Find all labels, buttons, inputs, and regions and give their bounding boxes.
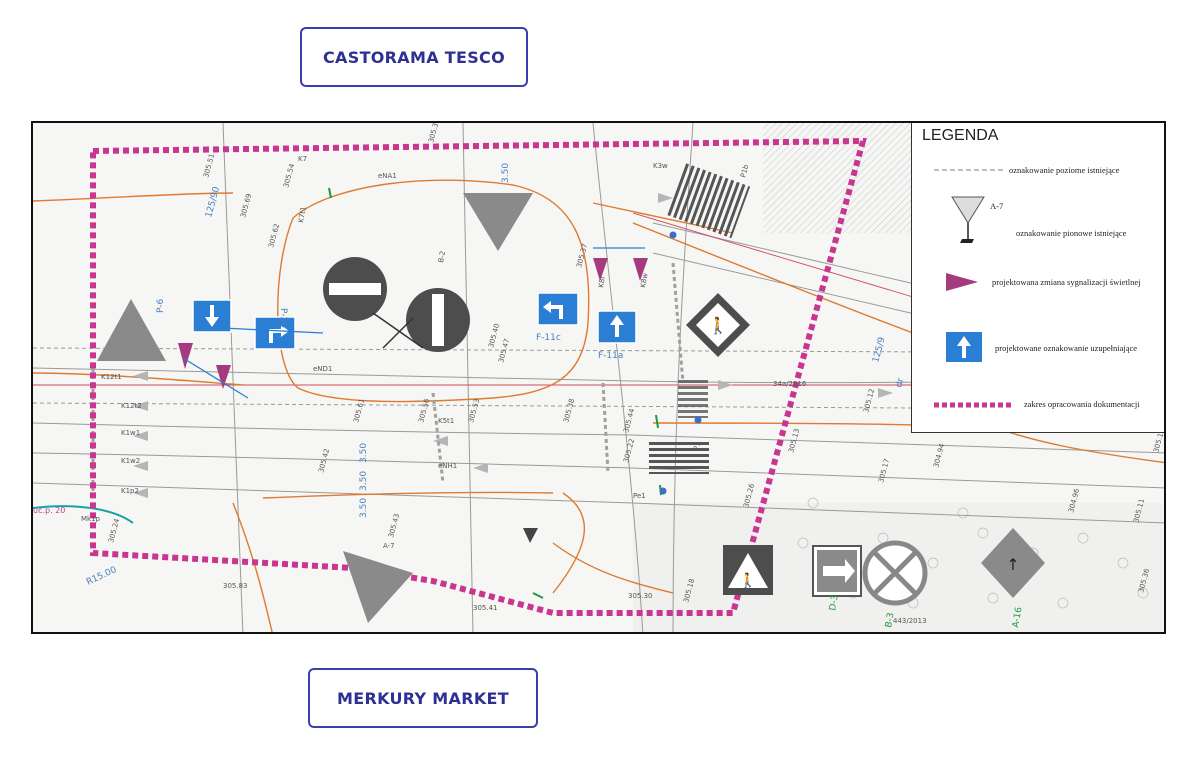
svg-text:K1w2: K1w2 — [121, 457, 140, 465]
svg-text:305.69: 305.69 — [239, 193, 253, 219]
svg-text:305.54: 305.54 — [282, 162, 296, 188]
svg-text:P1b: P1b — [739, 163, 750, 178]
svg-text:K7: K7 — [298, 155, 307, 163]
svg-text:305.61: 305.61 — [352, 398, 366, 424]
svg-text:P1: P1 — [692, 441, 702, 451]
svg-text:K3w: K3w — [653, 162, 668, 170]
zebra-crossing-mid — [649, 442, 709, 474]
warning-triangle-sign-left — [97, 299, 166, 361]
svg-text:dr: dr — [894, 377, 906, 389]
svg-text:305.38: 305.38 — [562, 398, 576, 424]
no-entry-sign — [323, 257, 387, 321]
svg-text:uc.p. 20: uc.p. 20 — [33, 506, 65, 515]
purple-triangle-icon — [946, 273, 978, 291]
prohibition-sign-b3 — [862, 540, 928, 606]
svg-text:305.12: 305.12 — [862, 388, 876, 414]
svg-text:305.37: 305.37 — [575, 243, 589, 269]
svg-text:K8w: K8w — [639, 272, 649, 288]
svg-text:305.51: 305.51 — [202, 153, 216, 179]
svg-text:34a/2016: 34a/2016 — [773, 380, 807, 388]
svg-text:305.44: 305.44 — [622, 407, 636, 433]
zebra-crossing-top — [665, 162, 751, 239]
svg-text:eNH1: eNH1 — [438, 462, 457, 470]
svg-text:F-11a: F-11a — [598, 351, 623, 361]
lane-labels: K12t1 K12t2 K1w1 K1w2 K1p2 K5t1 K7 K7t1 … — [101, 155, 750, 500]
blue-sign-straight-1 — [192, 299, 232, 333]
svg-text:305.22: 305.22 — [622, 438, 636, 464]
svg-text:305.17: 305.17 — [877, 458, 891, 484]
svg-text:P-6: P-6 — [156, 299, 166, 313]
dotted-border-icon — [934, 402, 1012, 408]
svg-text:eND1: eND1 — [313, 365, 332, 373]
svg-text:F-11c: F-11c — [536, 333, 561, 343]
svg-text:3.50: 3.50 — [359, 443, 369, 463]
svg-text:K8l: K8l — [597, 276, 607, 288]
svg-text:305.83: 305.83 — [223, 582, 248, 590]
svg-text:Pe1: Pe1 — [633, 492, 646, 500]
sign-post-icon — [951, 196, 985, 243]
yield-sign-top — [463, 193, 533, 251]
svg-text:P-20: P-20 — [278, 308, 288, 328]
svg-text:305.41: 305.41 — [473, 604, 498, 612]
lane-arrows — [133, 193, 893, 498]
svg-text:B-2: B-2 — [437, 250, 447, 263]
svg-text:305.40: 305.40 — [487, 323, 501, 349]
svg-text:K5t1: K5t1 — [438, 417, 454, 425]
svg-text:305.43: 305.43 — [387, 513, 401, 539]
blue-sign-right-turn — [254, 316, 296, 350]
svg-text:3.50: 3.50 — [359, 471, 369, 491]
svg-text:D-3: D-3 — [828, 594, 841, 611]
signal-change-triangles — [178, 258, 648, 389]
svg-text:🚶: 🚶 — [708, 316, 728, 335]
svg-text:3.50: 3.50 — [359, 498, 369, 518]
dashed-line-icon — [934, 169, 1004, 171]
svg-text:305.47: 305.47 — [497, 338, 511, 364]
svg-text:125/9: 125/9 — [871, 336, 887, 364]
svg-text:eNA1: eNA1 — [378, 172, 397, 180]
svg-text:R15.00: R15.00 — [85, 565, 118, 588]
intersection-plan: 🚶 🚶 ↑ — [33, 123, 1166, 632]
direction-sign-d3 — [812, 545, 862, 597]
svg-text:A-16: A-16 — [1011, 606, 1024, 628]
svg-text:K12t2: K12t2 — [121, 402, 142, 410]
scope-border — [90, 137, 867, 616]
svg-text:K12t1: K12t1 — [101, 373, 122, 381]
svg-text:305.24: 305.24 — [107, 517, 121, 543]
green-sign-codes: D-3 B-3 A-16 — [828, 594, 1024, 628]
blue-arrow-sign-icon — [946, 332, 982, 362]
svg-text:305.62: 305.62 — [267, 223, 281, 249]
svg-text:K1w1: K1w1 — [121, 429, 140, 437]
warning-sign-a16: ↑ — [981, 528, 1045, 598]
svg-text:Mk1p: Mk1p — [81, 515, 101, 523]
svg-text:K7t1: K7t1 — [297, 206, 308, 223]
pedestrian-crossing-sign-bottom: 🚶 — [723, 545, 773, 595]
legend-title: LEGENDA — [922, 127, 999, 144]
svg-text:A-7: A-7 — [383, 542, 395, 550]
svg-text:304.94: 304.94 — [932, 442, 946, 468]
merkury-market-label[interactable]: MERKURY MARKET — [308, 668, 538, 728]
svg-text:B-3: B-3 — [884, 612, 896, 629]
svg-text:305.42: 305.42 — [317, 448, 331, 474]
misc-labels: A-7 B-2 34a/2016 443/2013 uc.p. 20 Mk1p … — [33, 250, 927, 625]
svg-text:125/90: 125/90 — [204, 185, 222, 218]
svg-text:3.50: 3.50 — [501, 163, 511, 183]
legend-panel: LEGENDA oznakowanie poziome istniejące A… — [911, 123, 1164, 433]
svg-text:K1p2: K1p2 — [121, 487, 139, 495]
yield-sign-bottom — [343, 551, 413, 623]
pedestrian-crossing-sign-top: 🚶 — [686, 293, 750, 357]
stop-lines — [91, 262, 685, 493]
svg-text:443/2013: 443/2013 — [893, 617, 927, 625]
svg-text:↑: ↑ — [1006, 555, 1019, 574]
blue-sign-straight-2 — [597, 310, 637, 344]
castorama-tesco-label[interactable]: CASTORAMA TESCO — [300, 27, 528, 87]
svg-text:🚶: 🚶 — [739, 572, 756, 589]
svg-text:305.15: 305.15 — [1152, 428, 1166, 454]
svg-text:305.30: 305.30 — [628, 592, 653, 600]
blue-sign-left-turn — [537, 292, 579, 326]
svg-text:305.53: 305.53 — [467, 398, 481, 424]
map-frame: 🚶 🚶 ↑ — [31, 121, 1166, 634]
svg-text:305.34: 305.34 — [427, 123, 441, 144]
no-entry-circle-sign — [406, 288, 470, 352]
